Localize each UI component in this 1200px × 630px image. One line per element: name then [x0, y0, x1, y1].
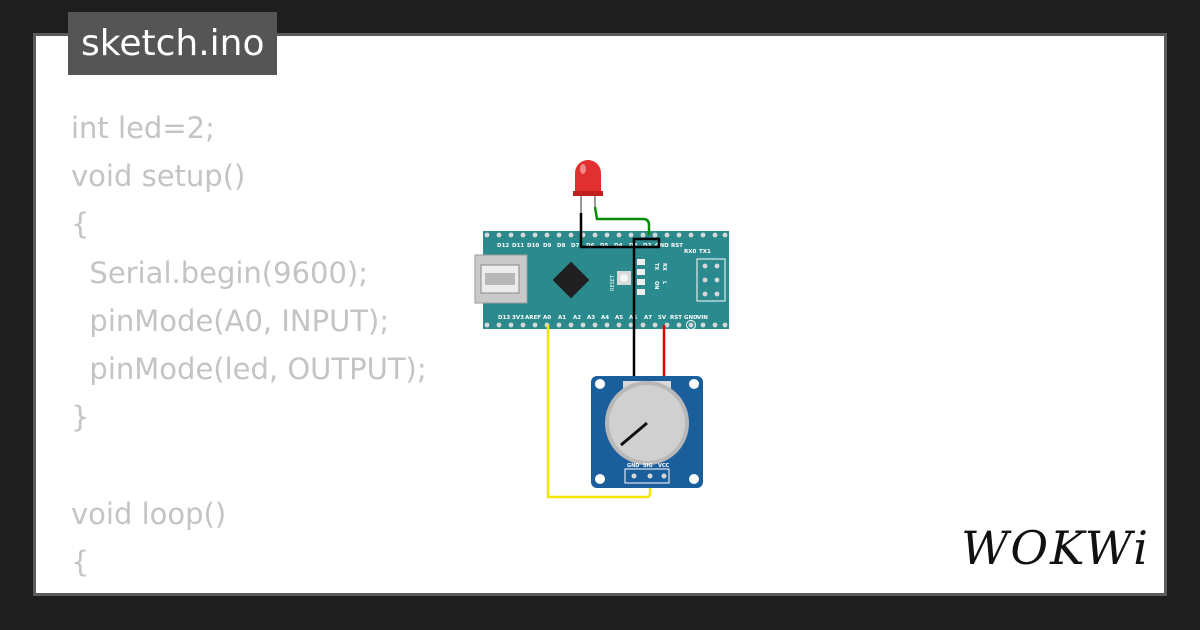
pot-knob-indicator: [620, 421, 648, 447]
pin-label: A7: [644, 315, 652, 321]
pin-label: AREF: [525, 315, 541, 321]
preview-card: int led=2; void setup() { Serial.begin(960…: [33, 33, 1167, 596]
pin-label: A2: [573, 315, 581, 321]
code-line: }: [71, 400, 90, 435]
pin-label: RST: [671, 243, 683, 249]
led-labels: TX RX ON L: [653, 263, 667, 289]
status-leds: [637, 259, 645, 295]
bottom-pin-row: [484, 322, 728, 328]
arduino-nano[interactable]: D12 D11 D10 D9 D8 D7 D6 D5 D4 D3 D2 GND …: [474, 231, 729, 330]
wire-a0-signal: [546, 325, 652, 499]
led-label: RX: [661, 263, 667, 271]
pot-pin-label: GND: [627, 463, 639, 469]
pin-label: A4: [601, 315, 609, 321]
pin-label: D10: [527, 243, 539, 249]
code-line: void setup(): [71, 159, 246, 194]
red-led[interactable]: [573, 160, 603, 213]
wokwi-logo: WOKWi: [961, 521, 1150, 575]
bottom-pin-labels: D13 3V3 AREF A0 A1 A2 A3 A4 A5 A6 A7 5V …: [498, 315, 708, 321]
pin-label: 3V3: [512, 315, 524, 321]
pin-label: D13: [498, 315, 510, 321]
reset-label: RESET: [610, 274, 616, 291]
usb-connector: [474, 254, 528, 304]
pin-label: D8: [557, 243, 566, 249]
wire-led-d2: [593, 206, 651, 235]
code-line: int led=2;: [71, 111, 215, 145]
code-line: void loop(): [71, 496, 227, 531]
wire-ground: [579, 213, 661, 473]
pin-label: A0: [543, 315, 551, 321]
pin-label: A1: [558, 315, 566, 321]
led-label: TX: [653, 263, 659, 270]
led-label: L: [661, 281, 667, 285]
code-line: {: [71, 207, 90, 242]
pin-label: D12: [497, 243, 509, 249]
pin-label: D9: [543, 243, 552, 249]
led-label: ON: [653, 281, 659, 289]
potentiometer[interactable]: GND SIG VCC: [591, 376, 703, 488]
icsp-header: [696, 258, 726, 302]
code-line: pinMode(led, OUTPUT);: [71, 351, 427, 386]
pin-label: VIN: [697, 315, 708, 321]
pin-label: GND: [655, 243, 669, 249]
pin-label: A3: [587, 315, 595, 321]
circuit-diagram: D12 D11 D10 D9 D8 D7 D6 D5 D4 D3 D2 GND …: [474, 160, 729, 499]
pin-label: 5V: [658, 315, 667, 321]
reset-button[interactable]: [617, 271, 631, 285]
code-editor: int led=2; void setup() { Serial.begin(960…: [71, 104, 500, 594]
pin-label: RST: [670, 315, 682, 321]
pin-label: RX0: [684, 249, 696, 255]
pot-pin-label: VCC: [658, 463, 670, 469]
pin-label: D11: [512, 243, 524, 249]
microcontroller-chip: [552, 261, 590, 299]
mounting-hole: [686, 320, 696, 330]
pin-label: A5: [615, 315, 623, 321]
code-line: Serial.begin(9600);: [71, 255, 369, 290]
pin-label: TX1: [699, 249, 711, 255]
top-pin-row: [484, 232, 728, 238]
pin-label: GND: [684, 315, 698, 321]
pot-pin-label: SIG: [643, 463, 653, 469]
code-line: int value = analogRead(A0);: [71, 586, 500, 594]
code-line: {: [71, 544, 90, 579]
pin-label: D7: [571, 243, 580, 249]
sketch-tab[interactable]: sketch.ino: [68, 12, 278, 75]
code-line: pinMode(A0, INPUT);: [71, 303, 390, 338]
